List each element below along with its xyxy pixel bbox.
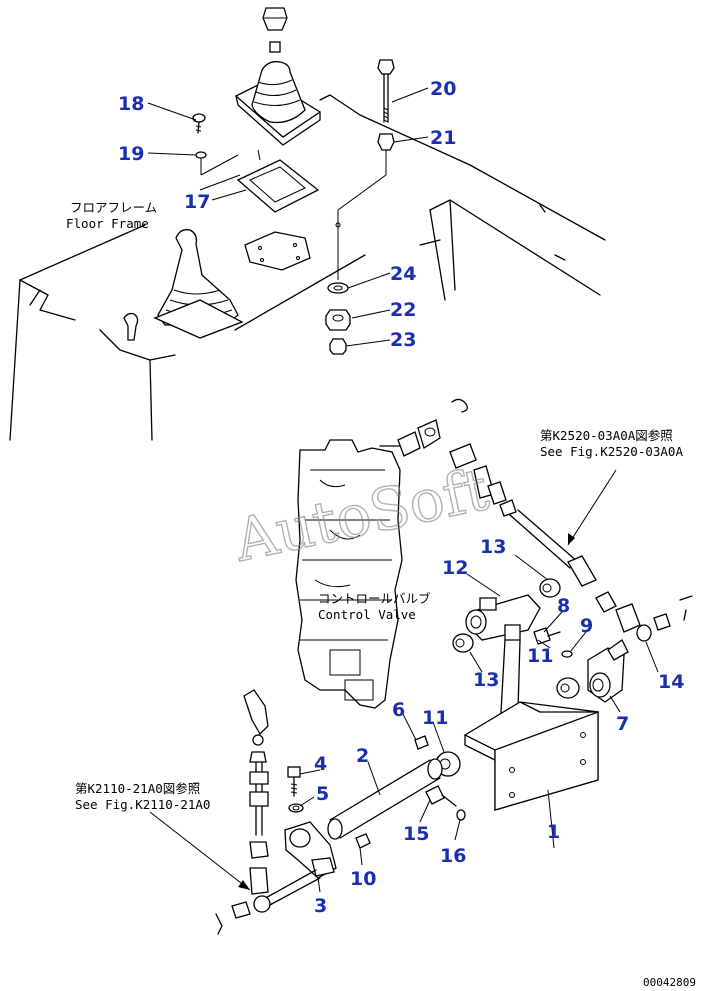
callout-17: 17 (184, 191, 210, 213)
part-3-lever-arm (261, 821, 337, 907)
part-14-rod-end (615, 595, 693, 642)
callout-14: 14 (658, 671, 684, 693)
part-13-bushing-upper (539, 578, 561, 598)
callout-5: 5 (316, 783, 329, 805)
control-valve-label-en: Control Valve (318, 607, 416, 622)
part-5-washer (288, 803, 304, 813)
callout-8: 8 (557, 595, 570, 617)
callout-20: 20 (430, 78, 456, 100)
part-2-shaft (327, 758, 443, 840)
callout-19: 19 (118, 143, 144, 165)
callout-12: 12 (442, 557, 468, 579)
callout-leaders (147, 87, 659, 893)
floor-frame (9, 94, 606, 441)
part-7-bracket (587, 639, 629, 703)
part-15-bolt (425, 785, 457, 807)
callout-6: 6 (392, 699, 405, 721)
part-17-cover-frame (199, 149, 320, 213)
callout-15: 15 (403, 823, 429, 845)
callout-23: 23 (390, 329, 416, 351)
part-9-washer (561, 650, 573, 658)
callout-13-lower: 13 (473, 669, 499, 691)
callout-10: 10 (350, 868, 376, 890)
callout-24: 24 (390, 263, 416, 285)
part-22-nut (325, 309, 351, 331)
part-19-washer (195, 151, 239, 176)
floor-frame-label-en: Floor Frame (66, 216, 149, 231)
part-8-bolt (533, 627, 561, 645)
callout-16: 16 (440, 845, 466, 867)
callout-7: 7 (616, 713, 629, 735)
upper-lever-boot (234, 7, 322, 146)
callout-22: 22 (390, 299, 416, 321)
part-24-washer (327, 282, 349, 294)
part-23-nut (329, 338, 347, 355)
callout-2: 2 (356, 745, 369, 767)
callout-9: 9 (580, 615, 593, 637)
lower-control-lever (123, 229, 244, 341)
part-1-bracket (463, 701, 599, 811)
callout-18: 18 (118, 93, 144, 115)
callout-21: 21 (430, 127, 456, 149)
part-4-bolt (287, 766, 301, 797)
part-16-washer (456, 809, 466, 821)
document-number: 00042809 (643, 976, 696, 989)
callout-1: 1 (547, 821, 560, 843)
part-10-pin (355, 833, 371, 849)
control-valve-label-jp: コントロールバルブ (318, 591, 431, 606)
ref-arrow-lower (149, 811, 251, 891)
callout-11-right: 11 (527, 645, 553, 667)
ref-upper-label-jp: 第K2520-03A0A図参照 (540, 428, 673, 443)
ref-upper-label-en: See Fig.K2520-03A0A (540, 444, 683, 459)
part-6-pin (414, 735, 429, 750)
callout-3: 3 (314, 895, 327, 917)
floor-frame-label-jp: フロアフレーム (70, 200, 157, 215)
upper-linkage (379, 398, 617, 613)
ref-arrow-upper (567, 469, 617, 546)
part-20-long-bolt (377, 59, 395, 123)
ref-lower-label-en: See Fig.K2110-21A0 (75, 797, 210, 812)
ref-lower-label-jp: 第K2110-21A0図参照 (75, 781, 200, 796)
part-21-bushing (335, 133, 395, 280)
callout-4: 4 (314, 753, 327, 775)
callout-11-center: 11 (422, 707, 448, 729)
callout-13-upper: 13 (480, 536, 506, 558)
part-11-bushing-right (556, 677, 580, 699)
part-13-bushing-lower (452, 633, 474, 653)
part-18-bolt (192, 113, 206, 134)
control-valve (295, 439, 403, 709)
left-rod-end-assembly (215, 689, 271, 935)
gasket-plate (244, 231, 311, 271)
